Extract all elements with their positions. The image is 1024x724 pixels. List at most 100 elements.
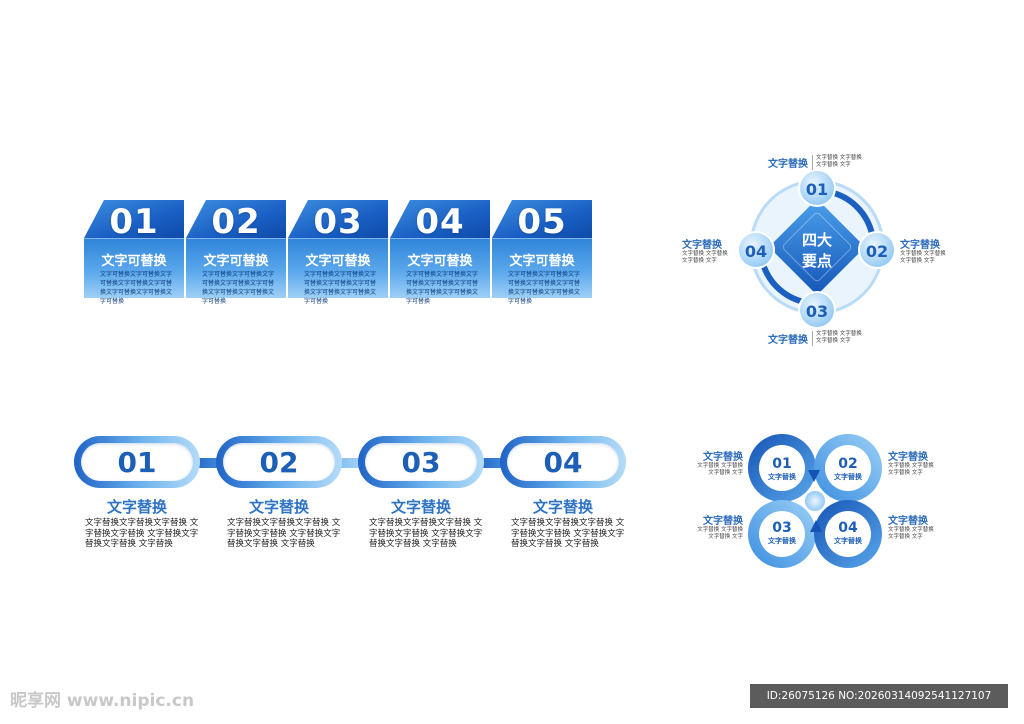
label-title: 文字替换	[682, 240, 722, 251]
node-number: 02	[866, 242, 888, 261]
chain-connector	[466, 458, 516, 468]
box-desc: 文字可替换文字可替换文字可替换文字可替换文字可替换文字可替换文字可替换文字可替换	[406, 271, 479, 305]
watermark-logo: 昵享网 www.nipic.cn	[10, 691, 195, 711]
label-desc-line: 文字替换 文字替换	[816, 331, 862, 337]
chain-number: 01	[117, 445, 157, 479]
box-title: 文字可替换	[407, 254, 473, 269]
label-title: 文字替换	[768, 159, 808, 170]
node-number: 01	[806, 180, 828, 199]
diamond-label-02: 文字替换 文字替换 文字替换 文字替换 文字	[900, 236, 946, 265]
label-desc-line: 文字替换 文字	[708, 470, 743, 476]
box-face	[390, 238, 490, 298]
chain-connector	[324, 458, 374, 468]
box-item-05: 05 文字可替换 文字可替换文字可替换文字可替换文字可替换文字可替换文字可替换文…	[492, 200, 592, 305]
petal-number-02: 02	[838, 456, 857, 472]
label-desc-line: 文字替换 文字替换	[697, 527, 743, 533]
chain-link-inner	[365, 443, 477, 481]
node-01: 01	[798, 169, 836, 207]
box-face	[186, 238, 286, 298]
box-item-03: 03 文字可替换 文字可替换文字可替换文字可替换文字可替换文字可替换文字可替换文…	[288, 200, 388, 305]
label-desc-line: 文字替换 文字替换	[682, 251, 728, 257]
petal-number-01: 01	[772, 456, 791, 472]
label-desc-line: 文字替换 文字	[900, 258, 935, 264]
box-face	[492, 238, 592, 298]
label-title: 文字替换	[888, 516, 928, 527]
box-desc: 文字可替换文字可替换文字可替换文字可替换文字可替换文字可替换文字可替换文字可替换	[508, 271, 581, 305]
clover-label-03: 文字替换 文字替换 文字替换 文字替换 文字	[697, 512, 743, 541]
chain-number: 03	[401, 445, 441, 479]
chain-link-02: 02	[216, 436, 342, 488]
chain-title: 文字替换	[248, 498, 309, 516]
arrow-up-icon	[810, 520, 822, 532]
petal-number-04: 04	[838, 520, 858, 536]
box-title: 文字可替换	[101, 254, 167, 269]
label-title: 文字替换	[768, 335, 808, 346]
box-title: 文字可替换	[509, 254, 575, 269]
label-desc-line: 文字替换 文字	[708, 534, 743, 540]
box-title: 文字可替换	[203, 254, 269, 269]
center-diamond	[771, 201, 863, 293]
label-title: 文字替换	[703, 452, 743, 463]
box-item-02: 02 文字可替换 文字可替换文字可替换文字可替换文字可替换文字可替换文字可替换文…	[186, 200, 286, 305]
chain-title: 文字替换	[390, 498, 451, 516]
clover-label-04: 文字替换 文字替换 文字替换 文字替换 文字	[888, 512, 934, 541]
arrow-down-icon	[808, 470, 820, 482]
label-desc: 文字替换 文字替换 文字替换 文字	[812, 331, 862, 346]
box-desc: 文字可替换文字可替换文字可替换文字可替换文字可替换文字可替换文字可替换文字可替换	[304, 271, 377, 305]
label-desc-line: 文字替换 文字替换	[900, 251, 946, 257]
petal-sub-03: 文字替换	[768, 536, 797, 545]
chain-number: 02	[259, 445, 299, 479]
label-desc-line: 文字替换 文字替换	[816, 155, 862, 161]
label-title: 文字替换	[703, 516, 743, 527]
label-title: 文字替换	[888, 452, 928, 463]
label-desc-line: 文字替换 文字替换	[888, 463, 934, 469]
label-desc-line: 文字替换 文字	[816, 162, 851, 168]
label-desc: 文字替换 文字替换 文字替换 文字	[812, 155, 862, 170]
box-number: 04	[415, 202, 465, 242]
petal-inner-01	[759, 445, 805, 491]
label-desc-line: 文字替换 文字替换	[888, 527, 934, 533]
center-title-line2: 要点	[802, 252, 832, 270]
box-desc: 文字可替换文字可替换文字可替换文字可替换文字可替换文字可替换文字可替换文字可替换	[202, 271, 275, 305]
petal-sub-04: 文字替换	[834, 536, 863, 545]
label-desc-line: 文字替换 文字	[816, 338, 851, 344]
numbered-box-row: 01 文字可替换 文字可替换文字可替换文字可替换文字可替换文字可替换文字可替换文…	[84, 200, 596, 305]
petal-inner-03	[759, 511, 805, 557]
petal-sub-01: 文字替换	[768, 472, 797, 481]
diamond-label-03: 文字替换 文字替换 文字替换 文字替换 文字	[768, 331, 862, 346]
node-number: 03	[806, 302, 828, 321]
chain-desc: 文字替换文字替换文字替换 文字替换文字替换 文字替换文字替换文字替换 文字替换	[227, 518, 341, 549]
petal-number-03: 03	[772, 520, 791, 536]
label-desc-line: 文字替换 文字	[888, 534, 923, 540]
chain-link-03: 03	[358, 436, 484, 488]
chain-link-inner	[507, 443, 619, 481]
box-top	[186, 200, 286, 238]
center-diamond-inner	[782, 212, 852, 282]
chain-title: 文字替换	[106, 498, 167, 516]
center-title-line1: 四大	[802, 231, 832, 249]
box-face	[288, 238, 388, 298]
image-id-bar: ID:26075126 NO:20260314092541127107	[750, 684, 1008, 708]
petal-inner-04	[825, 511, 871, 557]
box-number: 05	[517, 202, 567, 242]
chain-link-inner	[81, 443, 193, 481]
diamond-label-04: 文字替换 文字替换 文字替换 文字替换 文字	[682, 236, 728, 265]
chain-link-inner	[223, 443, 335, 481]
clover-label-02: 文字替换 文字替换 文字替换 文字替换 文字	[888, 448, 934, 477]
chain-link-01: 01	[74, 436, 200, 488]
label-desc-line: 文字替换 文字替换	[697, 463, 743, 469]
box-number: 03	[313, 202, 363, 242]
box-item-04: 04 文字可替换 文字可替换文字可替换文字可替换文字可替换文字可替换文字可替换文…	[390, 200, 490, 305]
petal-sub-02: 文字替换	[834, 472, 863, 481]
petal-inner-02	[825, 445, 871, 491]
box-desc: 文字可替换文字可替换文字可替换文字可替换文字可替换文字可替换文字可替换文字可替换	[100, 271, 173, 305]
chain-desc: 文字替换文字替换文字替换 文字替换文字替换 文字替换文字替换文字替换 文字替换	[511, 518, 625, 549]
chain-link-04: 04	[500, 436, 626, 488]
chain-number: 04	[543, 445, 583, 479]
node-03: 03	[798, 291, 836, 329]
clover-label-01: 文字替换 文字替换 文字替换 文字替换 文字	[697, 448, 743, 477]
diamond-label-01: 文字替换 文字替换 文字替换 文字替换 文字	[768, 155, 862, 170]
chain-desc: 文字替换文字替换文字替换 文字替换文字替换 文字替换文字替换文字替换 文字替换	[85, 518, 199, 549]
box-title: 文字可替换	[305, 254, 371, 269]
node-02: 02	[858, 231, 896, 269]
